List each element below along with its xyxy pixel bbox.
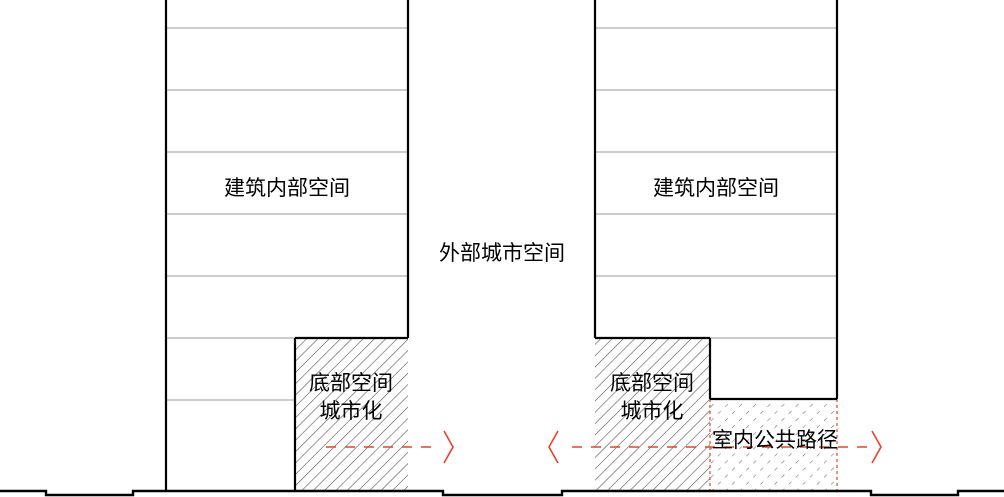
right-path-arrow: [548, 430, 882, 464]
right-interior-label: 建筑内部空间: [653, 176, 779, 200]
left-urbanized-label-line1: 底部空间: [309, 371, 393, 395]
indoor-public-path-zone: [710, 399, 837, 491]
left-urbanized-label-line2: 城市化: [320, 399, 383, 423]
left-urbanized-zone: [295, 338, 408, 491]
right-urbanized-label-line1: 底部空间: [610, 371, 694, 395]
right-urbanized-zone: [595, 338, 710, 491]
indoor-public-path-label: 室内公共路径: [712, 428, 838, 452]
right-floor-lines: [595, 27, 837, 339]
right-building: 建筑内部空间 底部空间 城市化 室内公共路径: [548, 0, 882, 491]
left-path-arrow: [326, 430, 454, 464]
exterior-urban-space-label: 外部城市空间: [439, 241, 565, 265]
right-building-outline: [593, 0, 839, 401]
left-building-outline: [164, 0, 410, 491]
ground-line: [0, 489, 1004, 497]
left-floor-lines: [166, 27, 408, 401]
right-urbanized-label-line2: 城市化: [621, 399, 684, 423]
left-building: 建筑内部空间 底部空间 城市化: [164, 0, 454, 491]
left-interior-label: 建筑内部空间: [224, 176, 350, 200]
